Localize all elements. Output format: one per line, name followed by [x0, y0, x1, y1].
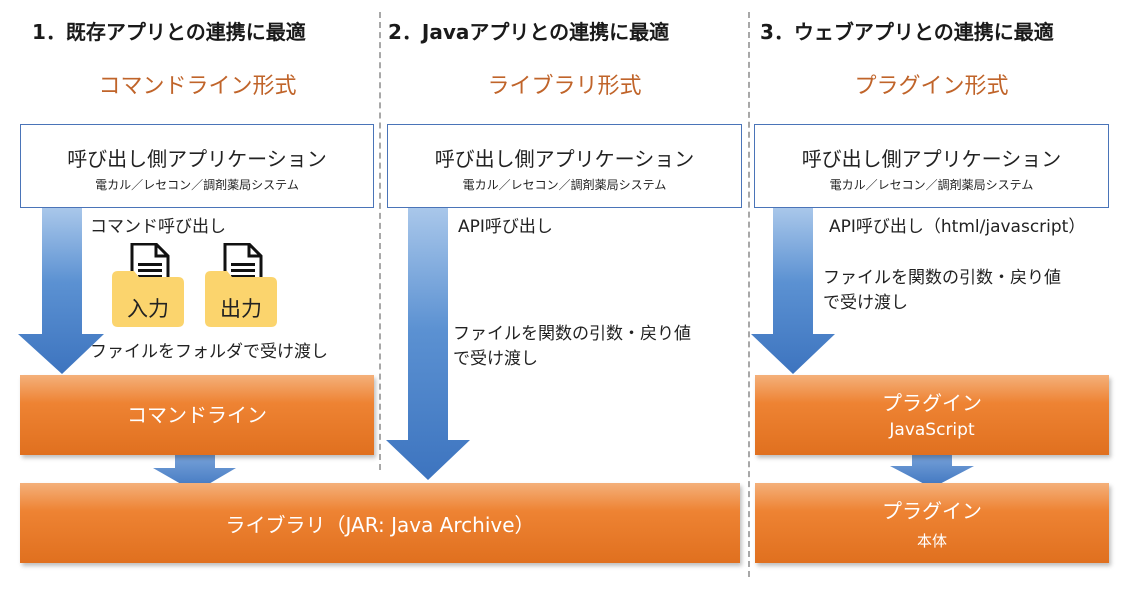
- input-label: 入力: [127, 297, 169, 321]
- plugin-body-sublabel: 本体: [916, 532, 947, 550]
- arrow-down-icon: [751, 208, 835, 374]
- plugin-body-box: プラグイン 本体: [755, 483, 1109, 563]
- plugin-body-label: プラグイン: [882, 499, 982, 523]
- caller-app-box-3: 呼び出し側アプリケーション 電カル／レセコン／調剤薬局システム: [754, 124, 1109, 208]
- transfer-note-1: ファイルをフォルダで受け渡し: [90, 342, 328, 362]
- folder-icon: [205, 271, 277, 327]
- column-divider-1: [379, 12, 381, 470]
- arrow-down-icon: [18, 208, 104, 374]
- call-note-3: API呼び出し（html/javascript）: [829, 217, 1086, 237]
- call-note-1: コマンド呼び出し: [90, 217, 226, 237]
- transfer-note-3-line1: ファイルを関数の引数・戻り値: [823, 268, 1061, 288]
- library-box: ライブラリ（JAR: Java Archive）: [20, 483, 740, 563]
- document-icon: [223, 243, 263, 287]
- caller-app-subtitle: 電カル／レセコン／調剤薬局システム: [95, 178, 299, 192]
- caller-app-subtitle: 電カル／レセコン／調剤薬局システム: [829, 178, 1034, 192]
- arrow-down-icon: [890, 450, 974, 488]
- column-subtitle-1: コマンドライン形式: [98, 74, 297, 99]
- column-heading-3: 3．ウェブアプリとの連携に最適: [760, 20, 1054, 44]
- library-label: ライブラリ（JAR: Java Archive）: [225, 513, 535, 537]
- caller-app-box-2: 呼び出し側アプリケーション 電カル／レセコン／調剤薬局システム: [387, 124, 742, 208]
- output-label: 出力: [220, 297, 262, 321]
- plugin-js-label: プラグイン: [882, 391, 982, 415]
- arrow-down-icon: [153, 450, 236, 492]
- column-heading-2: 2．Javaアプリとの連携に最適: [388, 20, 670, 44]
- arrow-down-icon: [386, 208, 470, 480]
- column-divider-2: [748, 12, 750, 577]
- folder-icon: [112, 271, 184, 327]
- commandline-label: コマンドライン: [127, 403, 267, 427]
- transfer-note-2-line1: ファイルを関数の引数・戻り値: [453, 324, 691, 344]
- call-note-2: API呼び出し: [458, 217, 553, 237]
- caller-app-subtitle: 電カル／レセコン／調剤薬局システム: [462, 178, 667, 192]
- input-folder: 入力: [112, 243, 184, 327]
- transfer-note-3-line2: で受け渡し: [823, 293, 908, 313]
- column-subtitle-3: プラグイン形式: [854, 74, 1009, 99]
- caller-app-box-1: 呼び出し側アプリケーション 電カル／レセコン／調剤薬局システム: [20, 124, 374, 208]
- commandline-box: コマンドライン: [20, 375, 374, 455]
- column-heading-1: 1．既存アプリとの連携に最適: [32, 20, 306, 44]
- caller-app-title: 呼び出し側アプリケーション: [434, 147, 695, 171]
- column-subtitle-2: ライブラリ形式: [487, 74, 642, 99]
- plugin-js-sublabel: JavaScript: [889, 420, 975, 440]
- caller-app-title: 呼び出し側アプリケーション: [801, 147, 1062, 171]
- caller-app-title: 呼び出し側アプリケーション: [67, 147, 327, 171]
- plugin-js-box: プラグイン JavaScript: [755, 375, 1109, 455]
- transfer-note-2-line2: で受け渡し: [453, 349, 538, 369]
- output-folder: 出力: [205, 243, 277, 327]
